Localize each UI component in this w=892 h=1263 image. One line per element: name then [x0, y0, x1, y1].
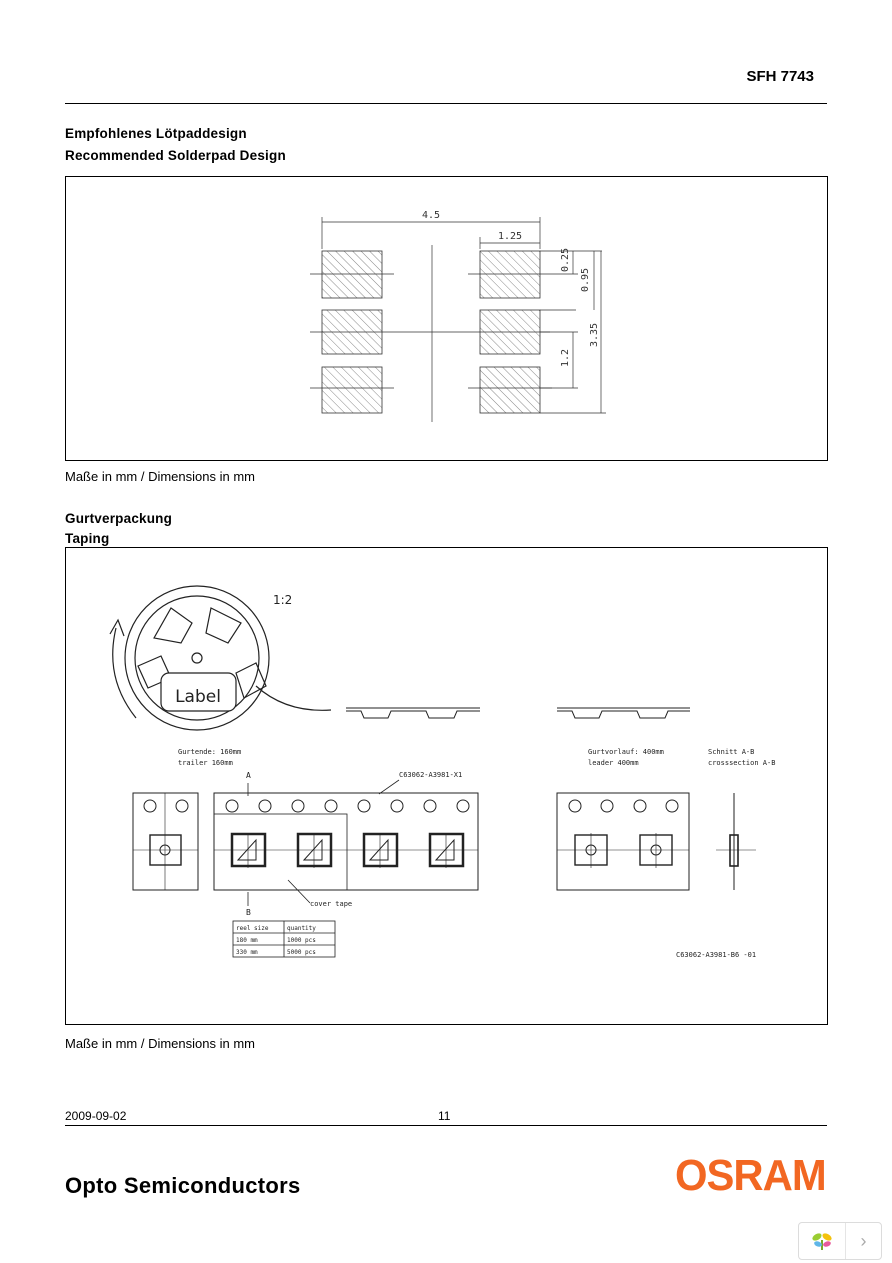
- header-rule: [65, 103, 827, 104]
- drawing-number: C63062-A3981-B6 -01: [676, 951, 756, 959]
- table-header-qty: quantity: [287, 925, 316, 932]
- quantity-table: [232, 920, 336, 958]
- table-cell: 1000 pcs: [287, 937, 316, 944]
- part-number: SFH 7743: [746, 68, 814, 85]
- section-label-de: Schnitt A-B: [708, 748, 754, 756]
- section2-title-de: Gurtverpackung: [65, 511, 173, 526]
- dim-overall-width: 4.5: [422, 210, 440, 221]
- tape-profile-right: [557, 707, 690, 719]
- section2-title-en: Taping: [65, 531, 110, 546]
- dim-d2: 0.95: [580, 268, 591, 292]
- section1-caption: Maße in mm / Dimensions in mm: [65, 469, 255, 484]
- section1-title-en: Recommended Solderpad Design: [65, 148, 286, 163]
- leader-label-en: leader 400mm: [588, 759, 639, 767]
- taping-drawing: Label 1:2 Gurtende: 160mm trailer 160mm …: [65, 547, 828, 1025]
- dim-pitch: 1.2: [560, 349, 571, 367]
- section1-title-de: Empfohlenes Lötpaddesign: [65, 126, 247, 141]
- tape-profile-left: [346, 707, 480, 719]
- app-icon[interactable]: [799, 1223, 846, 1259]
- section-label-en: crosssection A-B: [708, 759, 775, 767]
- pad-right-top: [479, 250, 541, 299]
- table-cell: 180 mm: [236, 937, 258, 944]
- marker-a: A: [246, 771, 251, 780]
- table-cell: 330 mm: [236, 949, 258, 956]
- section2-caption: Maße in mm / Dimensions in mm: [65, 1036, 255, 1051]
- tape-strip-trailer: [132, 792, 199, 891]
- reel-label: Label: [175, 687, 221, 707]
- dim-overall-height: 3.35: [589, 323, 600, 347]
- reel-label-box: [160, 672, 237, 712]
- trailer-label-de: Gurtende: 160mm: [178, 748, 241, 756]
- dim-d1: 0.25: [560, 248, 571, 272]
- pad-left-bottom: [321, 366, 383, 414]
- page-nav-widget[interactable]: ›: [798, 1222, 882, 1260]
- cover-tape-label: cover tape: [310, 900, 352, 908]
- osram-logo: OSRAM: [675, 1151, 827, 1200]
- chevron-right-icon[interactable]: ›: [860, 1230, 867, 1251]
- footer-date: 2009-09-02: [65, 1109, 127, 1123]
- pad-left-top: [321, 250, 383, 299]
- cross-section: [716, 793, 756, 890]
- marker-b: B: [246, 908, 251, 917]
- footer-rule: [65, 1125, 827, 1126]
- trailer-label-en: trailer 160mm: [178, 759, 233, 767]
- dim-pad-width: 1.25: [498, 231, 522, 242]
- page-number: 11: [438, 1109, 451, 1123]
- reel: [109, 585, 332, 731]
- pad-right-bottom: [479, 366, 541, 414]
- tape-strip-leader: [556, 792, 690, 891]
- tape-strip-main: [213, 792, 479, 891]
- table-header-reel: reel size: [236, 925, 269, 932]
- table-cell: 5000 pcs: [287, 949, 316, 956]
- scale-label: 1:2: [273, 593, 292, 607]
- solderpad-drawing: 4.5 1.25 0.25 0.95 1.2 3.35: [65, 176, 828, 461]
- company-name: Opto Semiconductors: [65, 1173, 301, 1198]
- drawing-ref: C63062-A3981-X1: [399, 771, 462, 779]
- leader-label-de: Gurtvorlauf: 400mm: [588, 748, 664, 756]
